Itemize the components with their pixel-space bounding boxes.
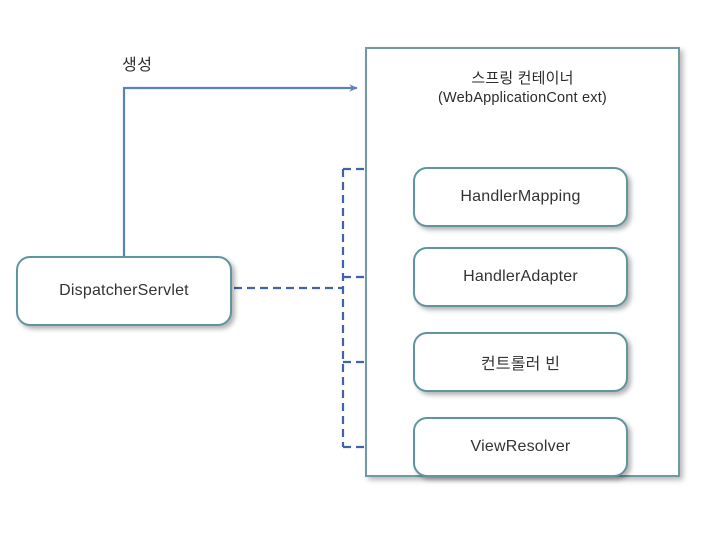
node-handler-adapter[interactable]: HandlerAdapter — [413, 247, 628, 307]
node-handler-mapping-label: HandlerMapping — [460, 188, 581, 205]
node-controller-bean[interactable]: 컨트롤러 빈 — [413, 332, 628, 392]
create-edge-label: 생성 — [122, 57, 153, 74]
node-handler-adapter-label: HandlerAdapter — [463, 268, 578, 285]
spring-container-title: 스프링 컨테이너 (WebApplicationCont ext) — [365, 69, 680, 108]
spring-container-title-subtitle: (WebApplicationCont ext) — [438, 90, 607, 106]
node-view-resolver-label: ViewResolver — [470, 438, 571, 455]
node-dispatcher-servlet-label: DispatcherServlet — [59, 282, 189, 299]
spring-container-title-main: 스프링 컨테이너 — [471, 70, 574, 87]
create-edge — [122, 84, 358, 258]
node-view-resolver[interactable]: ViewResolver — [413, 417, 628, 477]
node-controller-bean-label: 컨트롤러 빈 — [480, 356, 561, 373]
node-handler-mapping[interactable]: HandlerMapping — [413, 167, 628, 227]
node-dispatcher-servlet[interactable]: DispatcherServlet — [16, 256, 232, 326]
